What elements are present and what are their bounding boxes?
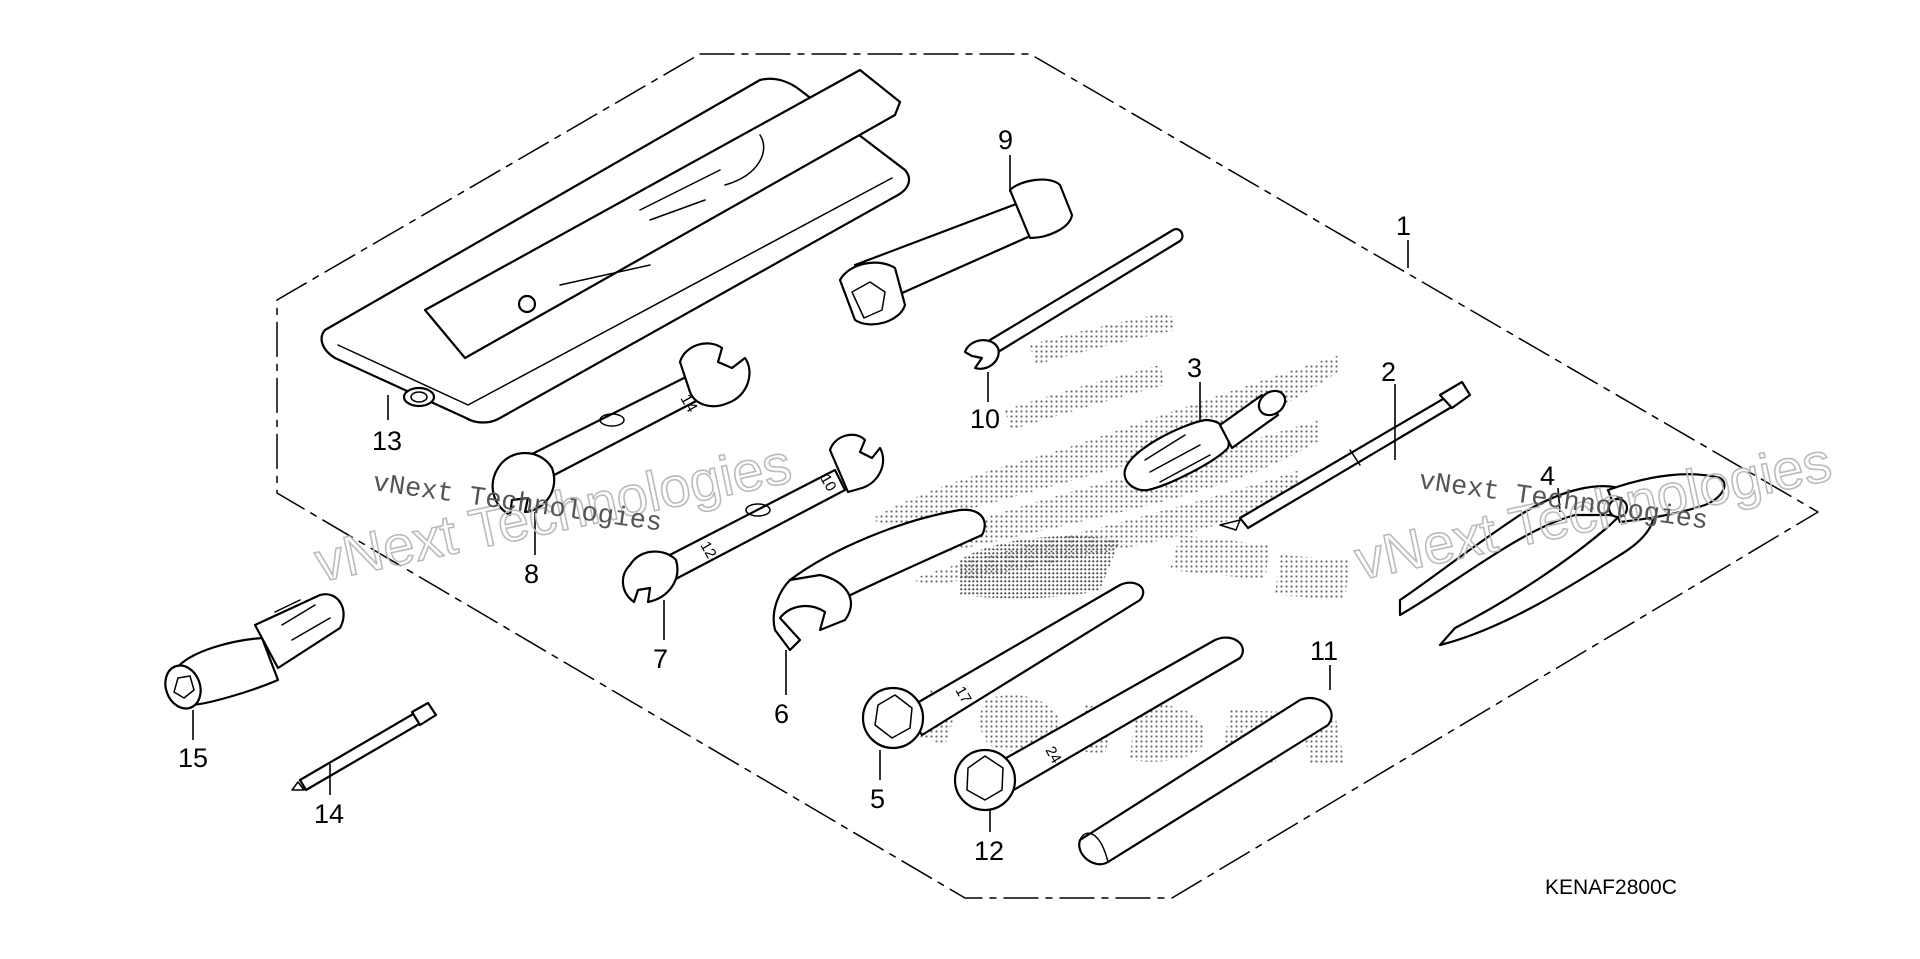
wrench-size-marking-a: 10 xyxy=(817,472,840,495)
pliers xyxy=(1398,473,1726,647)
pin-spanner xyxy=(772,508,986,652)
callout-9: 9 xyxy=(998,125,1013,155)
callout-8: 8 xyxy=(524,559,539,589)
diagram-code: KENAF2800C xyxy=(1545,876,1677,899)
screwdriver-bit xyxy=(1219,380,1472,531)
leader-lines xyxy=(192,155,1561,832)
callout-4: 4 xyxy=(1540,461,1555,491)
callout-6: 6 xyxy=(774,699,789,729)
screwdriver-bit-small xyxy=(291,701,438,792)
callout-2: 2 xyxy=(1381,357,1396,387)
plug-wrench xyxy=(838,178,1074,326)
grip-sleeve xyxy=(1078,697,1333,866)
wrench-size-marking-17: 17 xyxy=(952,684,975,707)
screwdriver-handle-small xyxy=(164,593,345,710)
open-end-wrench-10x12: 12 10 xyxy=(621,433,885,604)
wrench-size-marking-24: 24 xyxy=(1042,744,1065,767)
callout-10: 10 xyxy=(970,404,1000,434)
wrench-size-marking-b: 12 xyxy=(697,539,720,562)
callout-7: 7 xyxy=(653,644,668,674)
open-end-wrench-14x17: 14 xyxy=(491,342,751,517)
ring-wrench-24mm: 24 xyxy=(953,636,1244,812)
callout-labels: 1 2 3 4 5 6 7 8 9 10 11 12 13 14 15 xyxy=(178,125,1555,866)
callout-14: 14 xyxy=(314,799,344,829)
screwdriver-handle xyxy=(1123,389,1287,492)
callout-13: 13 xyxy=(372,426,402,456)
callout-1: 1 xyxy=(1396,211,1411,241)
callout-3: 3 xyxy=(1187,353,1202,383)
ring-wrench-17mm: 17 xyxy=(861,581,1145,750)
rod-wrench xyxy=(963,228,1184,370)
callout-12: 12 xyxy=(974,836,1004,866)
kit-frame xyxy=(276,53,1819,899)
wrench-size-marking: 14 xyxy=(677,392,701,416)
callout-15: 15 xyxy=(178,743,208,773)
callout-11: 11 xyxy=(1310,636,1338,666)
callout-5: 5 xyxy=(870,784,885,814)
tool-bag xyxy=(320,68,911,424)
